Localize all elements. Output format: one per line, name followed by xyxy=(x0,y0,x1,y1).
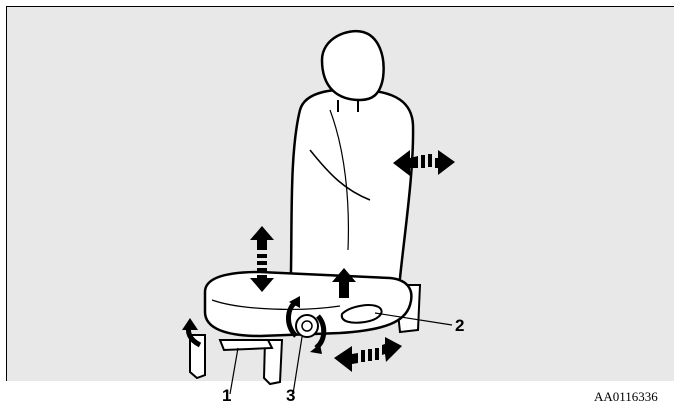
slide-lever xyxy=(220,340,272,350)
slide-lever-arrow-head xyxy=(182,318,198,330)
callout-2: 2 xyxy=(455,316,464,336)
image-code: AA0116336 xyxy=(594,389,674,405)
height-dial xyxy=(296,315,318,337)
seat-height-arrow xyxy=(250,226,274,292)
headrest xyxy=(322,31,384,100)
callout-3: 3 xyxy=(286,386,295,406)
slide-arrow xyxy=(334,337,402,372)
callout-1: 1 xyxy=(222,386,231,406)
seat-back xyxy=(291,90,413,300)
